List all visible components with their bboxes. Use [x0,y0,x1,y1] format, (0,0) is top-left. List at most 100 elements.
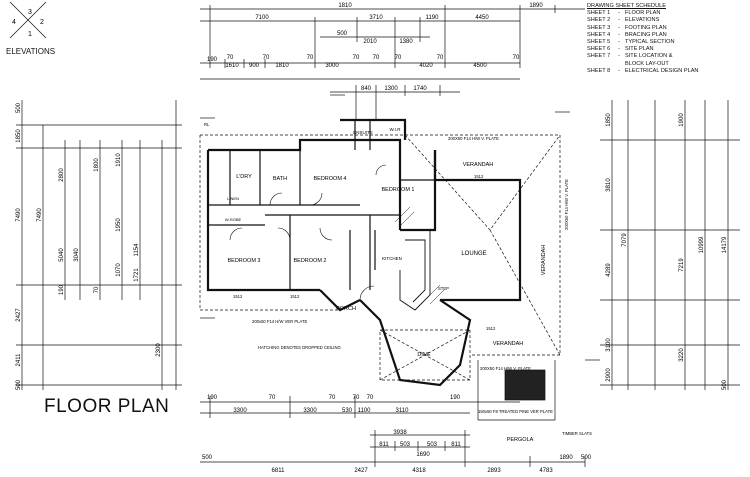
dim-right-10: 1900 [679,113,685,127]
room-label-dine: DINE [417,352,430,358]
bottom-dimension-lines [200,396,586,467]
schedule-row: SHEET 5-TYPICAL SECTION [587,39,675,46]
ceiling-value-3: 1512 [474,174,484,179]
schedule-row: SHEET 4-BRACING PLAN [587,31,667,38]
dim-top-row3-1: 2010 [363,39,377,45]
schedule-row: BLOCK LAY-OUT [587,61,698,68]
dim-left-17: 1070 [116,263,122,277]
drawing-sheet-schedule: DRAWING SHEET SCHEDULE SHEET 1-FLOOR PLA… [587,3,698,75]
dim-top-row4-0: 190 [207,57,218,63]
dim-top-row2-0: 7100 [255,15,269,21]
schedule-heading: DRAWING SHEET SCHEDULE [587,3,666,9]
schedule-sheet: SHEET 6 [587,46,611,53]
room-label-verandah-bottom: VERANDAH [493,341,524,347]
dim-right-7: 3220 [679,348,685,362]
dim-bottom-row1-1: 70 [269,395,276,401]
room-label-bedroom4: BEDROOM 4 [313,176,346,182]
door-swings [229,164,387,301]
dim-top-row6-2: 1740 [413,86,427,92]
dim-bottom-row1-4: 70 [367,395,374,401]
compass-number-top: 3 [28,9,32,16]
room-label-porch: PORCH [336,306,356,312]
dim-right-9: 500 [722,379,728,390]
dim-top-row4-4: 3000 [325,63,339,69]
dim-top-row2-3: 4450 [475,15,489,21]
schedule-sheet: SHEET 2 [587,17,611,24]
dim-left-4: 2300 [156,343,162,357]
room-label-linen: LINEN [227,196,239,201]
dim-right-11: 7219 [679,258,685,272]
dim-bottom-row5-1: 500 [581,455,592,461]
dim-bottom-row6-0: 6811 [272,468,286,474]
dim-top-row5-3: 70 [353,55,360,61]
left-dimension-lines [16,100,182,390]
schedule-row: SHEET 6-SITE PLAN [587,46,654,53]
dim-top-row5-2: 70 [307,55,314,61]
dim-left-18: 1950 [116,218,122,232]
schedule-row: SHEET 3-FOOTING PLAN [587,24,667,31]
schedule-sheet: SHEET 5 [587,39,611,46]
dim-top-row1-1: 1890 [529,3,543,9]
note-plate-top: 200X50 F14 H/W V. PLATE [448,136,499,141]
dim-top-row2-1: 3710 [369,15,383,21]
schedule-sheet: SHEET 7 [587,53,611,60]
dim-right-0: 1850 [606,113,612,127]
kitchen-bench [399,229,431,311]
dim-bottom-row5-0: 500 [202,455,213,461]
dim-right-1: 7079 [622,233,628,247]
dim-left-13: 1154 [134,243,140,257]
dim-bottom-row6-5: 1890 [559,455,573,461]
top-dimension-lines [200,5,585,120]
dim-right-2: 3810 [606,178,612,192]
schedule-desc: FLOOR PLAN [625,10,661,17]
dim-right-5: 4289 [606,263,612,277]
dim-left-5: 500 [16,102,22,113]
compass-number-bottom: 1 [28,31,32,38]
schedule-desc: FOOTING PLAN [625,24,667,31]
dim-right-8: 3100 [606,338,612,352]
roof-outline [199,134,561,381]
schedule-sheet: SHEET 8 [587,67,611,74]
dim-right-4: 14179 [722,236,728,253]
schedule-sheet: SHEET 3 [587,24,611,31]
note-plate-right: 200X50 F14 H/W V. PLATE [564,179,569,230]
dim-top-row4-1: 1610 [225,63,239,69]
dim-left-14: 1721 [134,268,140,282]
dim-bottom-row4-1: 503 [400,442,411,448]
dim-top-row3-2: 1380 [399,39,413,45]
dim-bottom-row4-2: 1690 [416,452,430,458]
dim-left-3: 2411 [16,353,22,367]
note-timber-slats: TIMBER SLATS [562,431,592,436]
elevations-label: ELEVATIONS [6,47,56,56]
dim-bottom-row6-2: 4318 [412,468,426,474]
dim-bottom-row6-3: 2893 [487,468,501,474]
dim-left-7: 7490 [37,208,43,222]
room-label-wir: W.I.R [390,127,402,132]
schedule-row: SHEET 8-ELECTRICAL DESIGN PLAN [587,67,699,74]
room-label-bedroom3: BEDROOM 3 [227,258,260,264]
schedule-desc: ELEVATIONS [625,17,660,24]
dim-top-row6-0: 840 [361,86,372,92]
dim-bottom-row6-4: 4783 [539,468,553,474]
room-label-bath: BATH [273,176,287,182]
dim-left-0: 1850 [16,129,22,143]
dim-left-12: 1910 [116,153,122,167]
dim-top-row5-4: 70 [373,55,380,61]
schedule-desc: SITE LOCATION & [625,53,673,60]
page-title: FLOOR PLAN [44,396,170,417]
dim-bottom-row3-0: 3938 [393,430,407,436]
dim-left-15: 190 [59,284,65,295]
rl-markers [200,94,600,361]
dim-bottom-row2-2: 530 [342,408,353,414]
room-label-bedroom1: BEDROOM 1 [381,187,414,193]
elevation-compass [9,1,47,39]
room-label-verandah-top: VERANDAH [463,162,494,168]
room-label-pergola: PERGOLA [507,437,534,443]
dim-left-11: 1800 [94,158,100,172]
schedule-desc: BRACING PLAN [625,31,667,38]
rl-marker-label: RL [204,122,210,127]
schedule-desc: TYPICAL SECTION [625,39,675,46]
dim-bottom-row4-3: 503 [427,442,438,448]
dim-left-8: 5040 [59,248,65,262]
dim-top-row5-6: 70 [437,55,444,61]
